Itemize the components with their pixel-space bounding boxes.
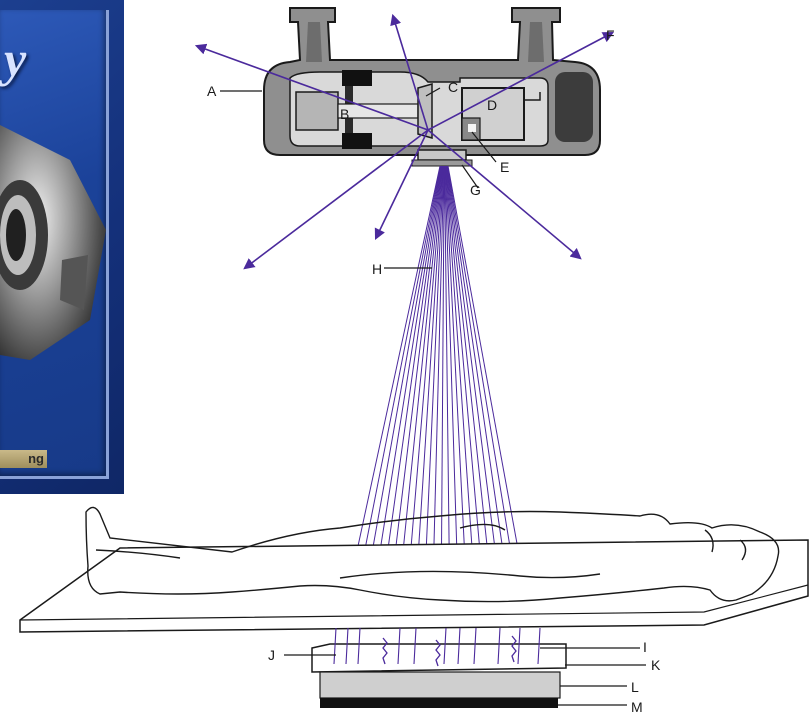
label-h: H [372,262,382,276]
primary-beam [355,166,520,560]
label-k: K [651,658,660,672]
beam-ray [446,166,488,560]
label-g: G [470,183,481,197]
beam-ray [402,166,442,560]
beam-ray [447,166,497,560]
label-c: C [448,80,458,94]
label-b: B [340,107,349,121]
beam-ray [355,166,440,560]
label-a: A [207,84,216,98]
label-j: J [268,648,275,662]
label-m: M [631,700,643,714]
label-e: E [500,160,509,174]
beam-ray [379,166,442,560]
label-l: L [631,680,639,694]
label-d: D [487,98,497,112]
beam-ray [410,166,443,560]
beam-ray [448,166,513,560]
label-i: I [643,640,647,654]
beam-ray [386,166,441,560]
tube-housing [264,8,600,166]
label-f: F [606,28,615,42]
